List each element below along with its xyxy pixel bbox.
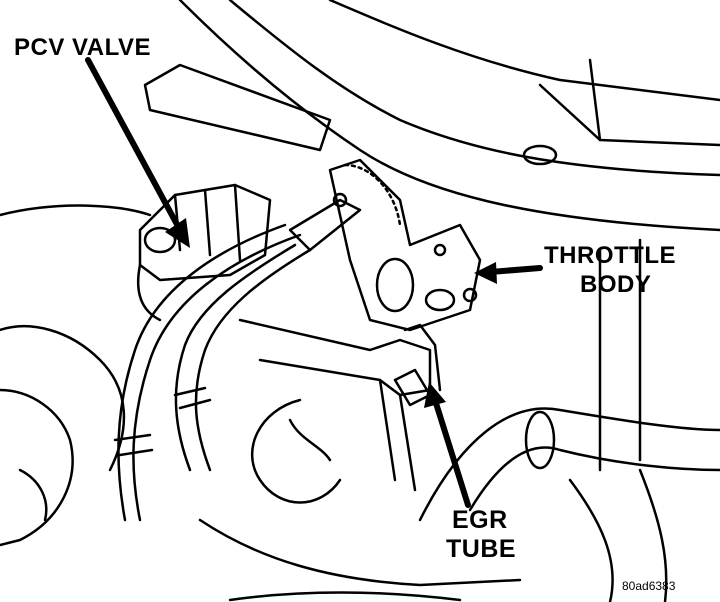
pcv-leader bbox=[85, 57, 183, 233]
egr-label-line2: TUBE bbox=[446, 535, 517, 563]
intake-hose bbox=[198, 238, 720, 602]
egr-tube bbox=[238, 318, 442, 492]
egr-leader bbox=[432, 397, 471, 508]
arrowheads bbox=[165, 218, 497, 408]
egr-arrow-icon bbox=[424, 382, 446, 408]
pcv-arrow-icon bbox=[165, 218, 190, 248]
pcv-valve-label: PCV VALVE bbox=[14, 34, 151, 61]
left-bracket bbox=[0, 63, 332, 547]
throttle-leader bbox=[487, 265, 543, 275]
throttle-label-line2: BODY bbox=[580, 271, 652, 298]
leader-lines bbox=[85, 57, 543, 508]
throttle-label-line1: THROTTLE bbox=[544, 242, 676, 269]
egr-label-line1: EGR bbox=[452, 506, 508, 534]
pcv-valve-body bbox=[136, 183, 272, 322]
figure-code: 80ad6383 bbox=[622, 579, 676, 593]
vacuum-hoses bbox=[113, 223, 312, 522]
throttle-body bbox=[288, 158, 482, 332]
throttle-arrow-icon bbox=[474, 262, 497, 284]
hood-panel bbox=[178, 0, 720, 232]
